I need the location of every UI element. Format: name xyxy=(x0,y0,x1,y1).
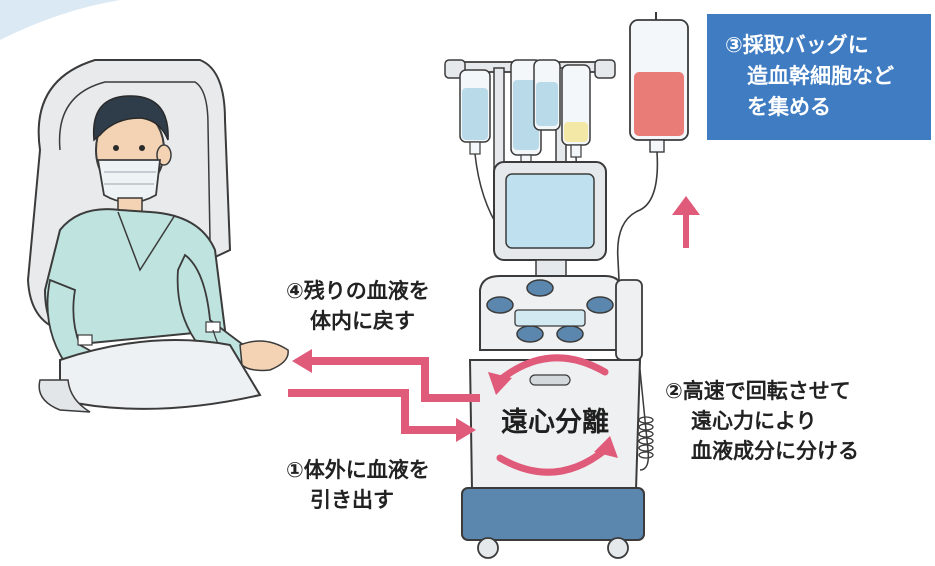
centrifuge-label: 遠心分離 xyxy=(501,407,609,438)
step4-label: ④残りの血液を 体内に戻す xyxy=(286,276,430,336)
step1-line1: ①体外に血液を xyxy=(286,458,430,482)
step1-label: ①体外に血液を 引き出す xyxy=(286,455,430,515)
step3-label: ③採取バッグに 造血幹細胞など を集める xyxy=(725,30,894,123)
return-arrow-icon xyxy=(292,349,312,373)
step3-callout: ③採取バッグに 造血幹細胞など を集める xyxy=(707,14,931,140)
centrifuge-rotation-arrows xyxy=(496,354,609,476)
rotation-arrowhead-icon xyxy=(488,372,512,395)
step1-line2: 引き出す xyxy=(310,488,394,512)
flow-arrows xyxy=(288,349,480,442)
patient-illustration xyxy=(26,59,289,413)
step4-line1: ④残りの血液を xyxy=(286,279,430,303)
step4-line2: 体内に戻す xyxy=(310,309,415,333)
corner-decoration xyxy=(0,0,120,40)
step2-line1: ②高速で回転させて xyxy=(665,379,851,403)
step2-line2: 遠心力により xyxy=(691,409,817,433)
step2-label: ②高速で回転させて 遠心力により 血液成分に分ける xyxy=(665,376,859,466)
step3-line1: ③採取バッグに xyxy=(725,33,869,57)
rotation-arrowhead-icon xyxy=(594,436,618,458)
step2-line3: 血液成分に分ける xyxy=(691,439,859,463)
collect-arrow-icon xyxy=(672,196,700,248)
collection-bag xyxy=(616,12,700,301)
step3-line2: 造血幹細胞など xyxy=(747,64,894,88)
withdraw-arrow-icon xyxy=(456,418,476,442)
step3-line3: を集める xyxy=(747,95,831,119)
